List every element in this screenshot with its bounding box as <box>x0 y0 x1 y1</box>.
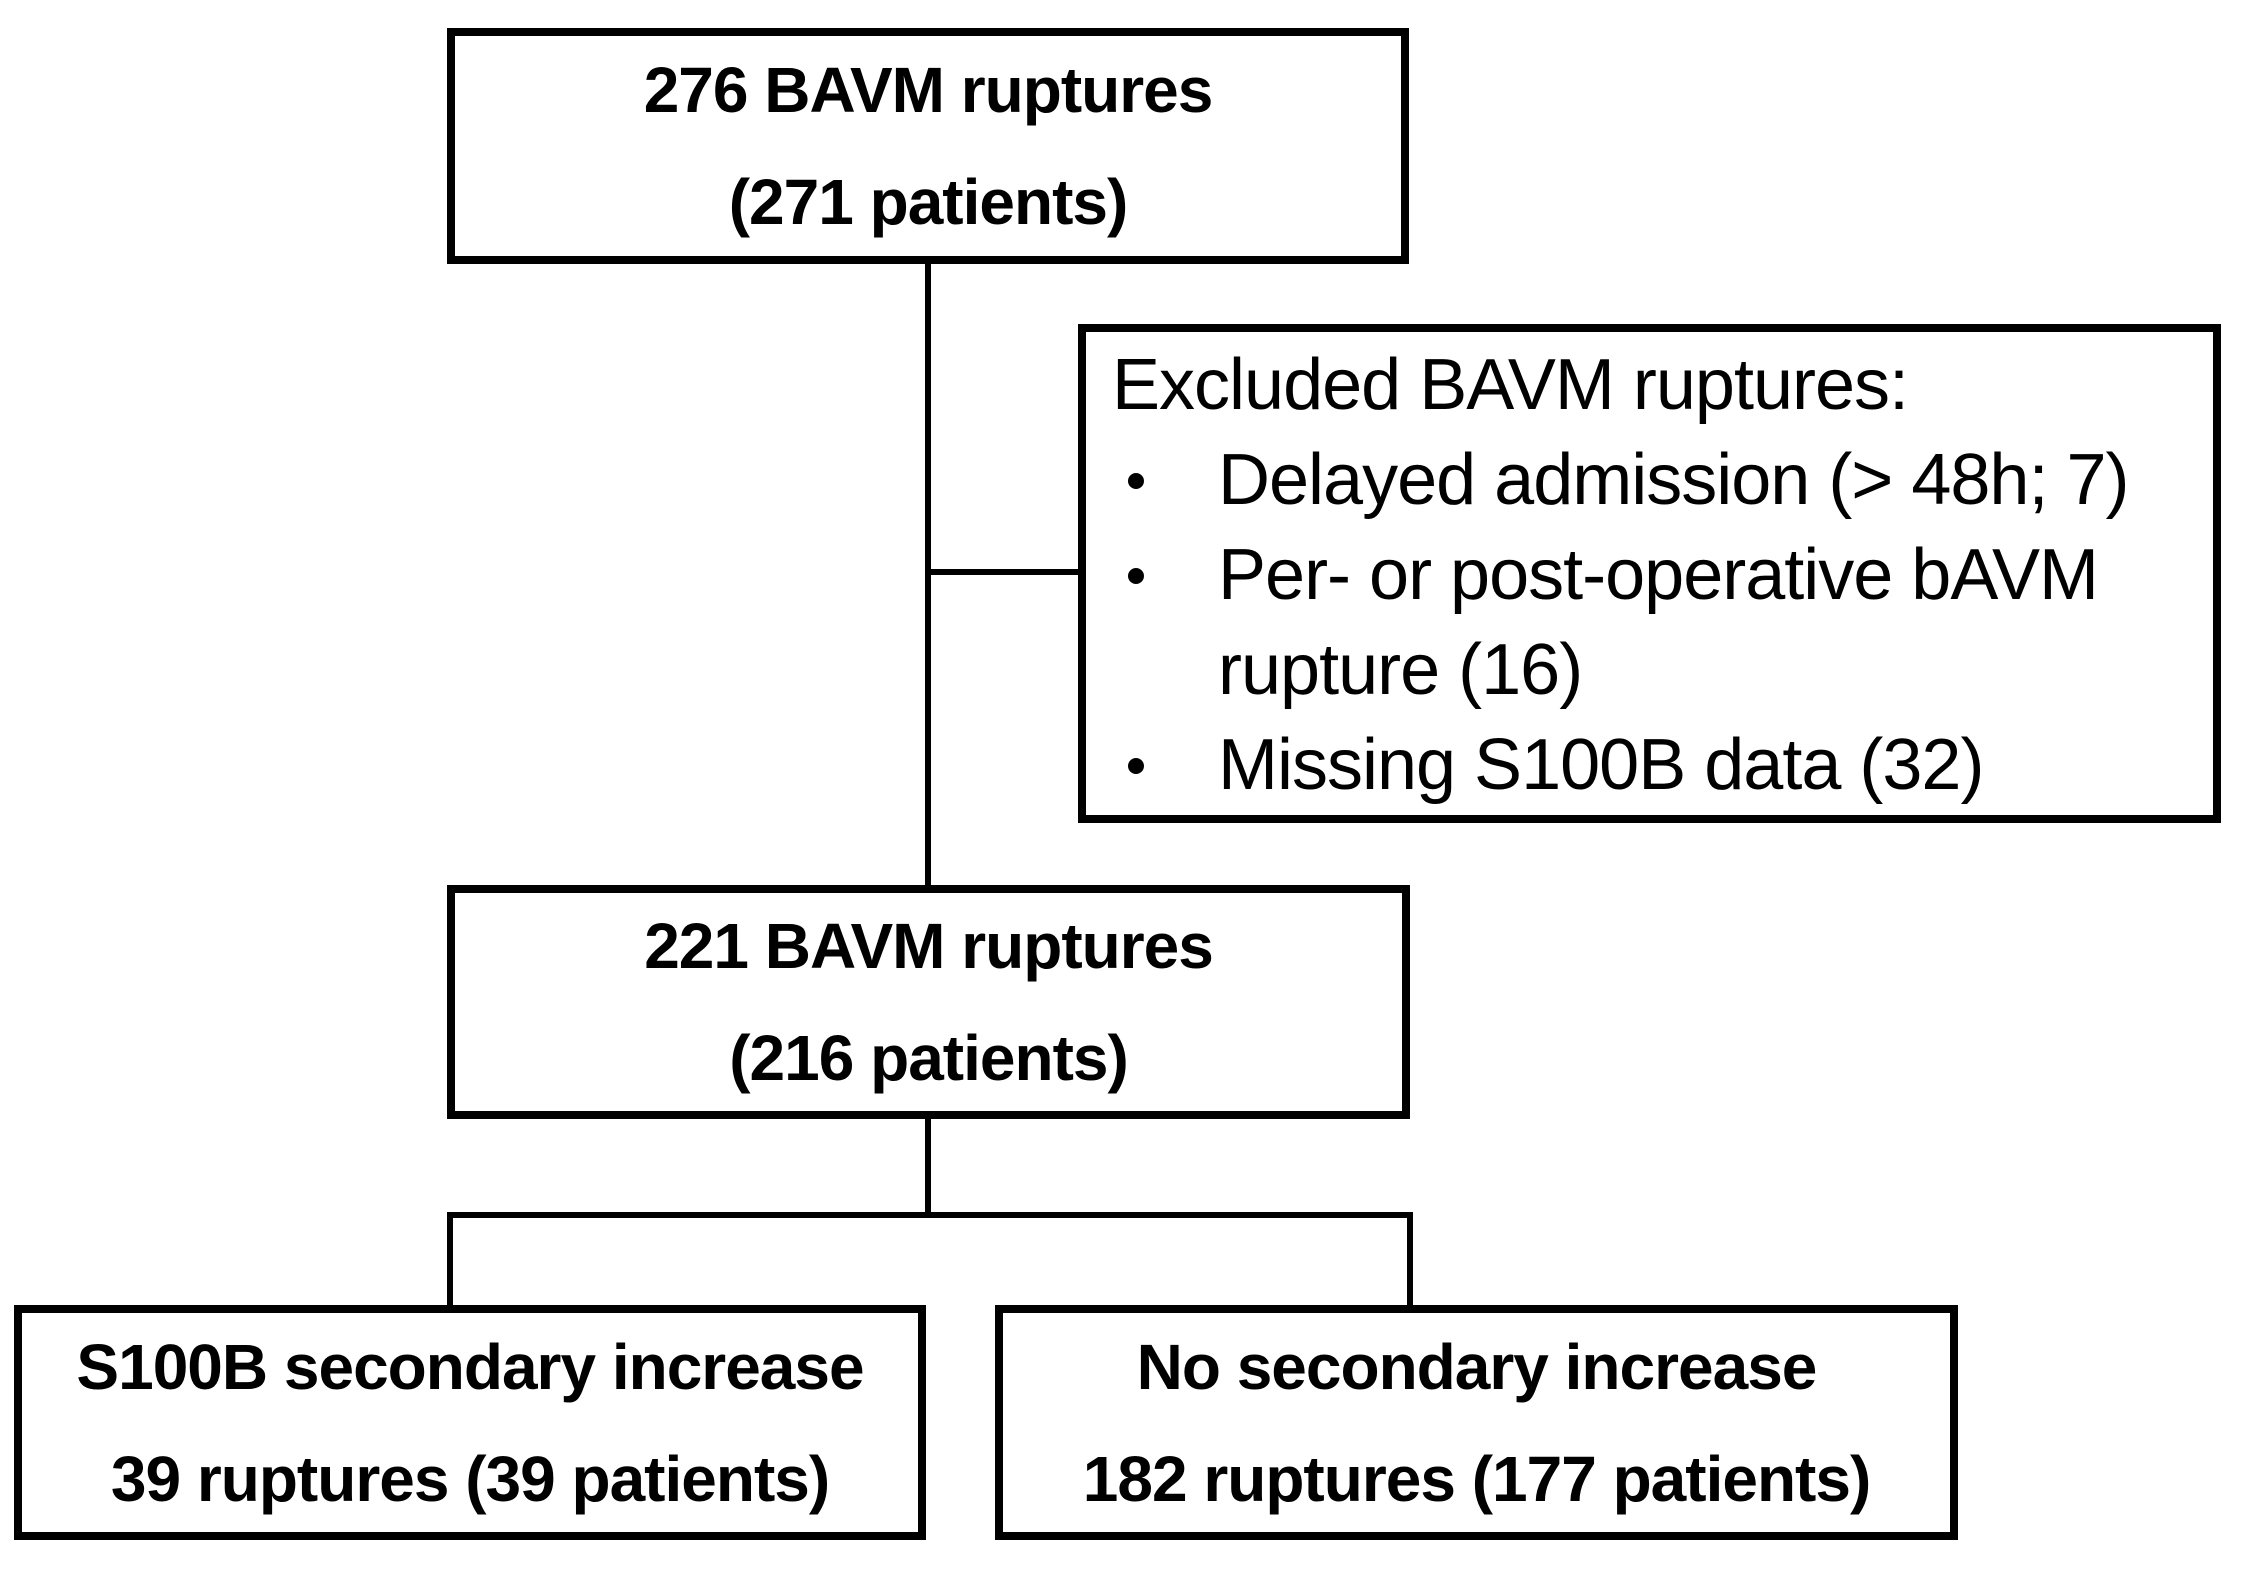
excluded-item: Delayed admission (> 48h; 7) <box>1112 433 2193 528</box>
box-included-line1: 221 BAVM ruptures <box>644 910 1214 982</box>
excluded-item: Missing S100B data (32) <box>1112 718 2193 813</box>
box-excluded-ruptures: Excluded BAVM ruptures: Delayed admissio… <box>1078 324 2221 823</box>
box-bavm-ruptures-total: 276 BAVM ruptures (271 patients) <box>447 28 1409 264</box>
bullet-icon <box>1128 568 1144 584</box>
excluded-item-text: Per- or post-operative bAVM rupture (16) <box>1218 535 2099 710</box>
box-s100b-secondary-increase: S100B secondary increase 39 ruptures (39… <box>14 1305 926 1540</box>
connector-middle-to-branch <box>925 1118 931 1216</box>
bullet-icon <box>1128 758 1144 774</box>
excluded-item-text: Delayed admission (> 48h; 7) <box>1218 440 2129 520</box>
box-bavm-ruptures-included: 221 BAVM ruptures (216 patients) <box>447 885 1410 1119</box>
box-s100b-line2: 39 ruptures (39 patients) <box>110 1442 830 1515</box>
box-nosec-line2: 182 ruptures (177 patients) <box>1082 1442 1871 1515</box>
branch-connector <box>447 1212 1413 1305</box>
excluded-list: Delayed admission (> 48h; 7) Per- or pos… <box>1112 433 2193 813</box>
box-included-line2: (216 patients) <box>729 1022 1129 1094</box>
box-nosec-line1: No secondary increase <box>1136 1330 1818 1403</box>
box-s100b-line1: S100B secondary increase <box>76 1330 864 1403</box>
excluded-item: Per- or post-operative bAVM rupture (16) <box>1112 528 2193 718</box>
excluded-title: Excluded BAVM ruptures: <box>1112 345 1909 425</box>
bullet-icon <box>1128 473 1144 489</box>
box-total-line1: 276 BAVM ruptures <box>643 54 1214 126</box>
excluded-item-text: Missing S100B data (32) <box>1218 725 1984 805</box>
box-total-line2: (271 patients) <box>728 166 1129 238</box>
box-no-secondary-increase: No secondary increase 182 ruptures (177 … <box>995 1305 1958 1540</box>
connector-to-excluded <box>925 569 1078 575</box>
